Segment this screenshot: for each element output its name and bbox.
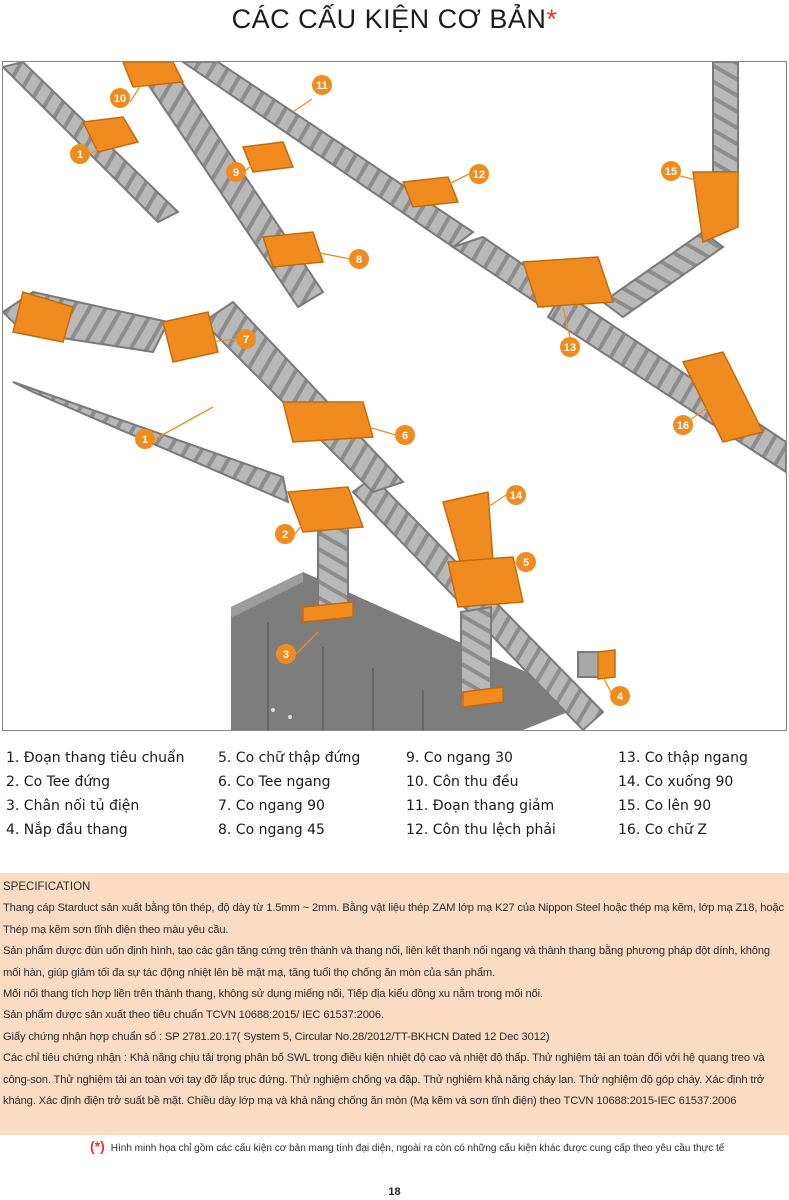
legend-item: 11. Đoạn thang giảm [406, 798, 555, 814]
footnote-marker: (*) [90, 1138, 105, 1154]
spec-paragraph: Sản phẩm được sản xuất theo tiêu chuẩn T… [3, 1009, 384, 1022]
legend-column-3: 9. Co ngang 30 10. Côn thu đều 11. Đoạn … [406, 746, 556, 842]
callout-15: 15 [661, 161, 681, 181]
fitting-left-curve [12, 291, 74, 343]
fitting-45-8 [261, 231, 325, 268]
svg-text:1: 1 [77, 149, 83, 161]
callout-5: 5 [516, 552, 536, 572]
callout-16: 16 [673, 415, 693, 435]
spec-heading: SPECIFICATION [3, 881, 91, 893]
legend-item: 12. Côn thu lệch phải [406, 822, 556, 838]
legend-item: 6. Co Tee ngang [218, 774, 331, 790]
svg-text:4: 4 [617, 691, 624, 703]
legend-item: 1. Đoạn thang tiêu chuẩn [6, 750, 185, 766]
spec-paragraph: Sản phẩm được đùn uốn định hình, tạo các… [3, 945, 770, 979]
spec-paragraph: Giấy chứng nhận hợp chuẩn số : SP 2781.2… [3, 1030, 550, 1043]
callout-14: 14 [506, 485, 526, 505]
svg-text:15: 15 [665, 166, 677, 178]
svg-text:12: 12 [473, 169, 485, 181]
legend-column-1: 1. Đoạn thang tiêu chuẩn 2. Co Tee đứng … [6, 746, 185, 842]
page-number: 18 [388, 1186, 401, 1198]
component-legend: 1. Đoạn thang tiêu chuẩn 2. Co Tee đứng … [0, 746, 789, 846]
callout-10: 10 [110, 88, 130, 108]
svg-text:13: 13 [564, 342, 576, 354]
fitting-z-16 [681, 351, 765, 443]
fitting-30-9 [241, 141, 295, 173]
cable-tray-diagram: 1 1 2 3 4 5 6 7 8 9 10 11 12 13 14 15 16 [2, 61, 787, 731]
fitting-cabinet-3b [462, 686, 504, 708]
fitting-up-15 [692, 171, 739, 244]
svg-text:8: 8 [356, 254, 362, 266]
legend-item: 9. Co ngang 30 [406, 750, 513, 766]
svg-text:9: 9 [233, 167, 239, 179]
cable-tray-illustration: 1 1 2 3 4 5 6 7 8 9 10 11 12 13 14 15 16 [3, 62, 786, 730]
svg-text:5: 5 [523, 557, 529, 569]
callout-8: 8 [349, 249, 369, 269]
callout-7: 7 [236, 329, 256, 349]
callout-leaders [89, 81, 709, 697]
legend-item: 7. Co ngang 90 [218, 798, 325, 814]
legend-item: 4. Nắp đầu thang [6, 822, 128, 838]
svg-text:6: 6 [402, 430, 408, 442]
callout-6: 6 [395, 425, 415, 445]
fitting-90-7 [162, 311, 219, 363]
svg-text:11: 11 [316, 80, 328, 92]
fitting-cross-5 [447, 556, 524, 608]
orange-fittings [12, 62, 765, 708]
legend-item: 14. Co xuống 90 [618, 774, 734, 790]
fitting-tee-6 [282, 401, 374, 443]
legend-item: 2. Co Tee đứng [6, 774, 110, 790]
svg-text:14: 14 [510, 490, 523, 502]
footnote-text: Hình minh họa chỉ gồm các cấu kiện cơ bả… [110, 1143, 725, 1154]
svg-text:2: 2 [282, 529, 288, 541]
legend-item: 5. Co chữ thập đứng [218, 750, 361, 766]
callout-11: 11 [312, 75, 332, 95]
title-asterisk: * [546, 4, 558, 34]
fitting-end-cap-4 [597, 649, 616, 680]
callout-9: 9 [226, 162, 246, 182]
callout-2: 2 [275, 524, 295, 544]
fitting-reducer-10 [122, 62, 185, 88]
fitting-reducer-12 [401, 176, 460, 208]
page-title-text: CÁC CẤU KIỆN CƠ BẢN [231, 4, 547, 34]
svg-text:7: 7 [243, 334, 249, 346]
legend-column-4: 13. Co thập ngang 14. Co xuống 90 15. Co… [618, 746, 748, 842]
legend-item: 13. Co thập ngang [618, 750, 748, 766]
svg-text:10: 10 [114, 93, 126, 105]
callout-4: 4 [610, 686, 630, 706]
specification-panel: SPECIFICATION Thang cáp Starduct sản xuấ… [0, 873, 789, 1135]
fitting-tee-2 [286, 486, 365, 533]
callout-1a: 1 [70, 144, 90, 164]
fitting-cross-13 [521, 256, 615, 308]
fitting-45-1 [81, 116, 140, 153]
legend-item: 8. Co ngang 45 [218, 822, 325, 838]
callout-1b: 1 [135, 429, 155, 449]
callout-3: 3 [276, 644, 296, 664]
svg-text:16: 16 [677, 420, 689, 432]
svg-text:1: 1 [142, 434, 148, 446]
legend-item: 16. Co chữ Z [618, 822, 707, 838]
callout-13: 13 [560, 337, 580, 357]
callout-12: 12 [469, 164, 489, 184]
spec-paragraph: Thang cáp Starduct sản xuất bằng tôn thé… [3, 902, 784, 936]
legend-item: 3. Chân nối tủ điện [6, 798, 140, 814]
legend-item: 15. Co lên 90 [618, 798, 712, 814]
legend-column-2: 5. Co chữ thập đứng 6. Co Tee ngang 7. C… [218, 746, 360, 842]
fitting-cabinet-3 [302, 601, 354, 623]
legend-item: 10. Côn thu đều [406, 774, 519, 790]
svg-text:3: 3 [283, 649, 289, 661]
page-title: CÁC CẤU KIỆN CƠ BẢN* [0, 4, 789, 35]
spec-paragraph: Các chỉ tiêu chứng nhận : Khả năng chịu … [3, 1052, 765, 1108]
footnote: (*) Hình minh họa chỉ gồm các cấu kiện cơ… [90, 1138, 780, 1154]
spec-paragraph: Mối nối thang tích hợp liền trên thành t… [3, 988, 543, 1001]
